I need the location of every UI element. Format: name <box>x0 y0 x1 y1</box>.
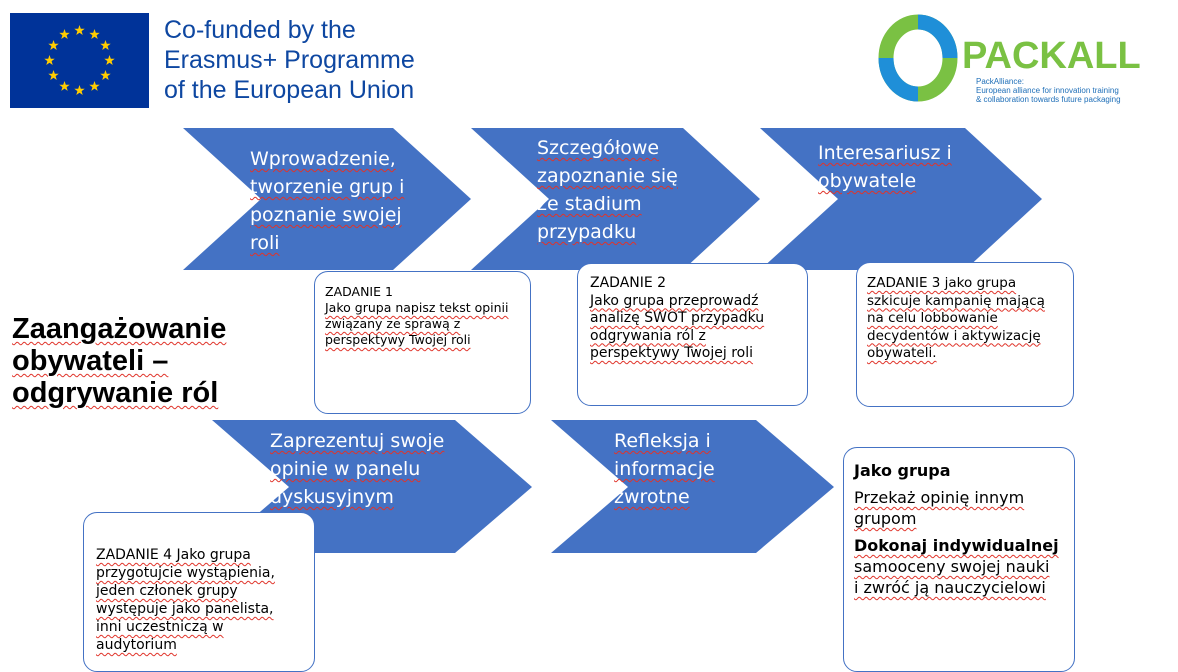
eu-star-icon <box>59 80 70 91</box>
task-line: związany ze sprawą z <box>325 316 461 331</box>
final-line: i zwróć ją nauczycielowi <box>854 578 1046 597</box>
step-line: Refleksja i <box>614 430 711 452</box>
step-1-text: Wprowadzenie, tworzenie grup i poznanie … <box>250 145 404 257</box>
task-box-1: ZADANIE 1 Jako grupa napisz tekst opinii… <box>314 271 531 414</box>
step-line: przypadku <box>537 221 637 243</box>
task-line: perspektywy Twojej roli <box>325 332 471 347</box>
step-line: opinie w panelu <box>270 458 421 480</box>
task-line: odgrywania ról z <box>590 327 706 344</box>
task-line: szkicuje kampanię mającą <box>867 292 1045 309</box>
task-line: Jako grupa napisz tekst opinii <box>325 300 509 315</box>
step-line: poznanie swojej <box>250 204 402 226</box>
task-line: ZADANIE 2 <box>590 275 667 291</box>
step-line: Interesariusz i <box>818 142 952 164</box>
eu-star-icon <box>59 29 70 39</box>
task-line: inni uczestniczą w <box>96 619 224 635</box>
eu-star-icon <box>104 55 115 65</box>
eu-star-icon <box>48 40 59 50</box>
task-line: decydentów i aktywizację <box>867 327 1041 344</box>
task-line: na celu lobbowanie <box>867 310 998 326</box>
task-line: Jako grupa przeprowadź <box>590 292 759 309</box>
eu-text-line: of the European Union <box>164 76 415 104</box>
eu-star-icon <box>48 70 59 80</box>
final-heading: Jako grupa <box>854 461 951 480</box>
step-4-text: Zaprezentuj swoje opinie w panelu dyskus… <box>270 427 444 511</box>
final-box: Jako grupa Przekaż opinię innym grupom D… <box>843 447 1075 672</box>
task-line: perspektywy Twojej roli <box>590 345 754 361</box>
step-line: informacje <box>614 458 715 480</box>
eu-text-line: Erasmus+ Programme <box>164 46 415 74</box>
logo-brand-text: PACKALL <box>962 35 1141 77</box>
page-title: Zaangażowanie obywateli – odgrywanie ról <box>12 313 226 409</box>
eu-cofunding-text: Co-funded by the Erasmus+ Programme of t… <box>164 15 415 105</box>
step-line: tworzenie grup i <box>250 176 405 198</box>
eu-star-icon <box>74 85 85 95</box>
task-box-2: ZADANIE 2 Jako grupa przeprowadź analizę… <box>577 263 808 406</box>
eu-flag <box>10 13 149 108</box>
task-line: występuje jako panelista, <box>96 601 274 617</box>
eu-star-icon <box>74 25 85 35</box>
step-line: Szczegółowe <box>537 137 660 159</box>
step-line: zapoznanie się <box>537 165 678 187</box>
eu-star-icon <box>89 80 100 91</box>
step-line: ze stadium <box>537 193 642 215</box>
task-line: obywateli. <box>867 345 937 361</box>
task-box-3: ZADANIE 3 jako grupa szkicuje kampanię m… <box>856 262 1074 407</box>
task-line: jeden członek grupy <box>96 583 238 599</box>
chevron-step-3 <box>760 128 1042 270</box>
logo-sub-line: & collaboration towards future packaging <box>976 95 1121 104</box>
task-line: ZADANIE 3 jako grupa <box>867 275 1017 291</box>
task-line: audytorium <box>96 637 177 653</box>
step-3-text: Interesariusz i obywatele <box>818 139 952 195</box>
logo-sub-line: European alliance for innovation trainin… <box>976 86 1119 95</box>
step-line: Wprowadzenie, <box>250 148 396 170</box>
title-line: obywateli – <box>12 345 169 377</box>
logo-sub-line: PackAlliance: <box>976 77 1024 86</box>
eu-star-icon <box>100 40 111 50</box>
final-line: Przekaż opinię innym <box>854 488 1025 507</box>
title-line: odgrywanie ról <box>12 377 219 409</box>
chevron-step-1 <box>183 128 471 270</box>
step-line: Zaprezentuj swoje <box>270 430 445 452</box>
eu-star-icon <box>89 29 100 39</box>
final-line: grupom <box>854 509 917 528</box>
packall-logo: PACKALL PackAlliance: European alliance … <box>878 10 1168 110</box>
task-line: ZADANIE 1 <box>325 284 393 299</box>
eu-text-line: Co-funded by the <box>164 16 356 44</box>
eu-star-icon <box>44 55 55 65</box>
title-line: Zaangażowanie <box>12 313 227 345</box>
final-line: samooceny swojej nauki <box>854 557 1050 576</box>
task-line: ZADANIE 4 Jako grupa <box>96 547 251 563</box>
final-heading: Dokonaj indywidualnej <box>854 536 1059 555</box>
step-5-text: Refleksja i informacje zwrotne <box>614 427 715 511</box>
step-line: zwrotne <box>614 486 690 508</box>
task-line: analizę SWOT przypadku <box>590 310 765 326</box>
chevron-step-5 <box>551 420 834 553</box>
task-line: przygotujcie wystąpienia, <box>96 565 275 581</box>
eu-star-icon <box>100 70 111 80</box>
step-line: dyskusyjnym <box>270 486 394 508</box>
step-line: obywatele <box>818 170 917 192</box>
step-line: roli <box>250 232 280 254</box>
chevron-step-2 <box>471 128 760 270</box>
step-2-text: Szczegółowe zapoznanie się ze stadium pr… <box>537 134 678 246</box>
task-box-4: ZADANIE 4 Jako grupa przygotujcie wystąp… <box>83 512 315 672</box>
